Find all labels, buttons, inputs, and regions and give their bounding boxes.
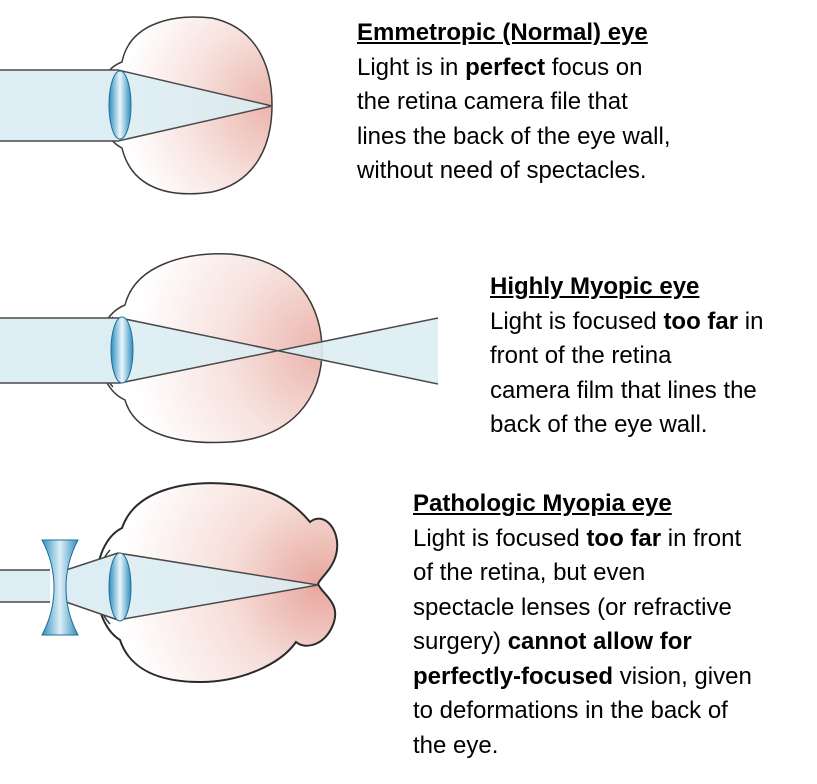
crystalline-lens xyxy=(108,70,132,140)
description-text: lines the back of the eye wall, xyxy=(357,122,671,150)
pathologic-myopia-title: Pathologic Myopia eye xyxy=(413,490,672,517)
description-text: the retina camera file that xyxy=(357,88,628,115)
emmetropic-title: Emmetropic (Normal) eye xyxy=(357,19,648,46)
description-line: spectacle lenses (or refractive xyxy=(413,591,752,626)
description-text: Light is focused xyxy=(413,524,587,552)
description-line: back of the eye wall. xyxy=(490,408,763,443)
description-line: Light is in perfect focus on xyxy=(357,51,671,86)
description-line: the eye. xyxy=(413,729,752,764)
description-text: Light is focused xyxy=(490,307,664,335)
emphasis-text: perfectly-focused xyxy=(413,662,614,690)
description-text: spectacle lenses (or refractive xyxy=(413,593,732,621)
description-line: front of the retina xyxy=(490,339,763,374)
description-text: back of the eye wall. xyxy=(490,411,708,438)
description-text: in xyxy=(738,307,764,335)
emmetropic-eye-diagram xyxy=(0,16,273,195)
description-line: camera film that lines the xyxy=(490,374,763,409)
crystalline-lens xyxy=(110,316,134,384)
description-text: front of the retina xyxy=(490,342,672,369)
emphasis-text: too far xyxy=(586,524,662,552)
description-text: vision, given xyxy=(613,662,752,690)
light-beam xyxy=(0,552,319,621)
description-text: in front xyxy=(661,524,742,552)
emphasis-text: perfect xyxy=(465,53,546,81)
description-line: the retina camera file that xyxy=(357,85,671,120)
description-text: Light is in xyxy=(357,53,466,81)
description-text: camera film that lines the xyxy=(490,376,757,404)
description-text: of the retina, but even xyxy=(413,559,646,586)
myopic-title: Highly Myopic eye xyxy=(490,273,700,300)
description-line: perfectly-focused vision, given xyxy=(413,660,752,695)
pathologic-myopia-eye-diagram xyxy=(0,482,339,684)
description-line: Light is focused too far in xyxy=(490,305,763,340)
description-text: surgery) xyxy=(413,628,508,655)
emmetropic-description: Emmetropic (Normal) eye Light is in perf… xyxy=(357,16,671,189)
description-line: lines the back of the eye wall, xyxy=(357,120,671,155)
description-line: of the retina, but even xyxy=(413,556,752,591)
description-line: to deformations in the back of xyxy=(413,694,752,729)
emphasis-text: too far xyxy=(663,307,739,335)
description-line: without need of spectacles. xyxy=(357,154,671,189)
description-line: Light is focused too far in front xyxy=(413,522,752,557)
description-text: to deformations in the back of xyxy=(413,697,728,724)
description-text: the eye. xyxy=(413,731,499,759)
myopic-eye-diagram xyxy=(0,253,439,444)
light-beam xyxy=(0,69,273,142)
description-text: without need of spectacles. xyxy=(357,157,647,184)
myopic-description: Highly Myopic eye Light is focused too f… xyxy=(490,270,763,443)
emphasis-text: cannot allow for xyxy=(507,628,692,655)
description-line: surgery) cannot allow for xyxy=(413,625,752,660)
concave-spectacle-lens xyxy=(41,539,79,636)
description-text: focus on xyxy=(545,53,643,81)
crystalline-lens xyxy=(108,552,132,622)
pathologic-myopia-description: Pathologic Myopia eye Light is focused t… xyxy=(413,487,752,763)
light-beam xyxy=(0,317,439,385)
